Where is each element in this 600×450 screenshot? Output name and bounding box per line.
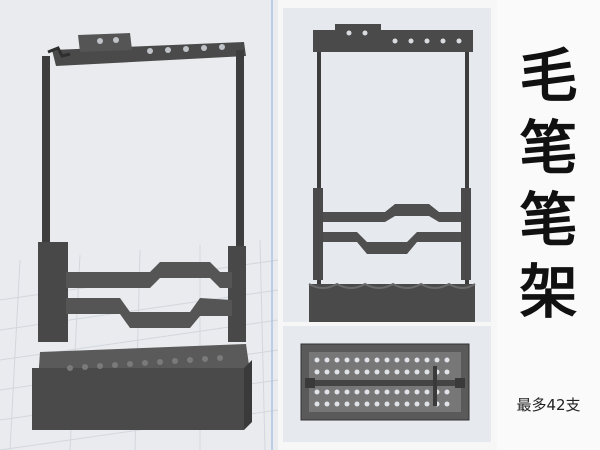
title-char: 笔 (519, 114, 578, 182)
front-model (308, 24, 476, 322)
perspective-model (0, 0, 278, 450)
title-panel: 毛 笔 笔 架 最多42支 (497, 0, 600, 450)
top-model (300, 343, 470, 421)
capacity-caption: 最多42支 (516, 396, 581, 414)
title-char: 笔 (519, 186, 578, 254)
front-viewport[interactable] (283, 8, 491, 322)
title-char: 架 (519, 258, 578, 326)
product-title: 毛 笔 笔 架 (497, 40, 600, 328)
top-viewport[interactable] (283, 326, 491, 442)
title-char: 毛 (519, 42, 578, 110)
perspective-viewport[interactable] (0, 0, 278, 450)
